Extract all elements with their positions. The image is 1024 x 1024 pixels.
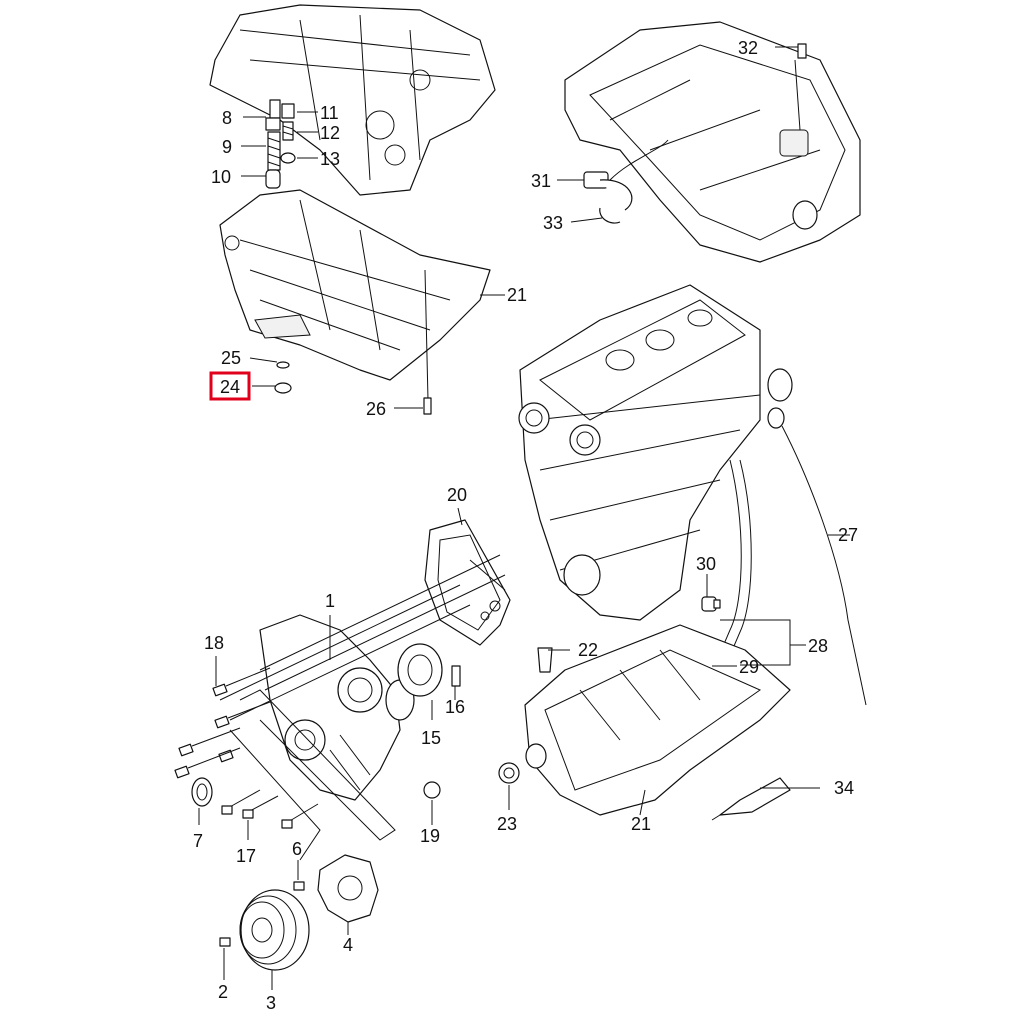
- callout-24: 24: [220, 377, 240, 397]
- callout-28: 28: [808, 636, 828, 656]
- crank-seal: [191, 777, 213, 807]
- callout-26: 26: [366, 399, 386, 419]
- drain-plug-22: [537, 647, 553, 673]
- water-pump: [317, 854, 379, 923]
- sensor-30: [701, 596, 721, 612]
- callout-23: 23: [497, 814, 517, 834]
- callout-6: 6: [292, 839, 302, 859]
- callout-27: 27: [838, 525, 858, 545]
- callout-21-lower: 21: [631, 814, 651, 834]
- callout-9: 9: [222, 137, 232, 157]
- callout-labels: 8 9 10 11 12 13 21 25 24 26 32 31 33 20 …: [193, 38, 858, 1013]
- callout-32: 32: [738, 38, 758, 58]
- oil-level-sensor: [583, 139, 669, 224]
- long-bolts: [219, 554, 506, 721]
- callout-1: 1: [325, 591, 335, 611]
- bolt-6: [293, 881, 305, 891]
- callout-31: 31: [531, 171, 551, 191]
- callout-2: 2: [218, 982, 228, 1002]
- callout-24-highlight: [209, 371, 251, 401]
- engine-block-underside: [209, 4, 496, 196]
- callout-4: 4: [343, 935, 353, 955]
- callout-17: 17: [236, 846, 256, 866]
- callout-12: 12: [320, 123, 340, 143]
- leader-lines: [198, 46, 850, 990]
- callout-21-upper: 21: [507, 285, 527, 305]
- dowel-16: [451, 665, 461, 687]
- callout-3: 3: [266, 993, 276, 1013]
- oil-pan-baffle: [219, 189, 491, 415]
- callout-25: 25: [221, 348, 241, 368]
- callout-7: 7: [193, 831, 203, 851]
- callout-22: 22: [578, 640, 598, 660]
- callout-10: 10: [211, 167, 231, 187]
- callout-29: 29: [739, 657, 759, 677]
- front-cover-gasket: [424, 519, 511, 646]
- bolt-32: [797, 43, 807, 59]
- callout-19: 19: [420, 826, 440, 846]
- upper-oil-pan: [564, 21, 861, 263]
- callout-30: 30: [696, 554, 716, 574]
- engine-assembly: [518, 284, 793, 621]
- callout-18: 18: [204, 633, 224, 653]
- lower-oil-pan: [524, 624, 791, 816]
- callout-33: 33: [543, 213, 563, 233]
- valve-lifter-set: [265, 99, 296, 189]
- callout-16: 16: [445, 697, 465, 717]
- crank-pulley: [239, 889, 310, 971]
- callout-11: 11: [320, 103, 339, 123]
- callout-15: 15: [421, 728, 441, 748]
- callout-8: 8: [222, 108, 232, 128]
- bolt-set-18: [174, 667, 271, 779]
- callout-20: 20: [447, 485, 467, 505]
- sealant-tube: [711, 777, 791, 821]
- plug-19: [423, 781, 441, 799]
- bolt-set-17: [221, 789, 319, 829]
- dipstick: [767, 407, 867, 706]
- oil-pump-rotor: [397, 643, 443, 697]
- bolt-2: [219, 937, 231, 947]
- callout-34: 34: [834, 778, 854, 798]
- front-cover: [259, 614, 415, 801]
- callout-13: 13: [320, 149, 340, 169]
- seal-23: [498, 762, 520, 784]
